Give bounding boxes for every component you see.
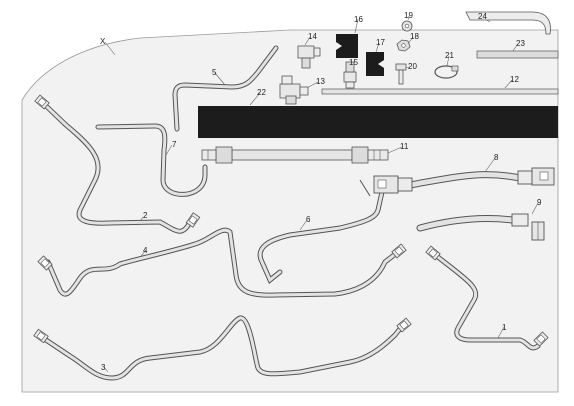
washer-19 xyxy=(401,20,413,32)
label-24: 24 xyxy=(478,12,487,21)
tube-3 xyxy=(33,315,412,381)
fitting-14 xyxy=(297,45,321,69)
label-22: 22 xyxy=(257,88,266,97)
label-18: 18 xyxy=(410,32,419,41)
hose-11 xyxy=(201,146,389,164)
tube-9 xyxy=(416,213,545,241)
label-14: 14 xyxy=(308,32,317,41)
label-19: 19 xyxy=(404,11,413,20)
fitting-15 xyxy=(343,61,357,89)
label-8: 8 xyxy=(494,153,499,162)
tube-12 xyxy=(321,88,559,95)
label-21: 21 xyxy=(445,51,454,60)
tube-7 xyxy=(95,123,208,197)
label-4: 4 xyxy=(143,246,148,255)
label-20: 20 xyxy=(408,62,417,71)
label-13: 13 xyxy=(316,77,325,86)
label-6: 6 xyxy=(306,215,311,224)
nut-18 xyxy=(396,39,411,52)
label-7: 7 xyxy=(172,140,177,149)
label-15: 15 xyxy=(349,58,358,67)
tube-8 xyxy=(359,167,555,197)
label-5: 5 xyxy=(212,68,217,77)
label-1: 1 xyxy=(502,323,507,332)
label-x: X xyxy=(100,37,106,46)
clip-17 xyxy=(366,52,384,76)
insulation-strip-22 xyxy=(198,106,558,138)
clamp-21 xyxy=(434,65,459,79)
label-23: 23 xyxy=(516,39,525,48)
tube-1 xyxy=(425,245,549,351)
screw-20 xyxy=(395,63,407,85)
tube-4 xyxy=(37,227,407,298)
clip-16 xyxy=(336,34,358,58)
label-12: 12 xyxy=(510,75,519,84)
strip-23 xyxy=(476,50,559,59)
label-3: 3 xyxy=(101,363,106,372)
part-labels: X 1 2 3 4 5 6 7 8 9 11 12 13 14 15 16 17… xyxy=(100,11,542,372)
label-16: 16 xyxy=(354,15,363,24)
label-9: 9 xyxy=(537,198,542,207)
tube-5 xyxy=(172,45,279,132)
fitting-13 xyxy=(279,75,309,105)
label-2: 2 xyxy=(143,211,148,220)
tube-2 xyxy=(34,94,201,234)
tube-6 xyxy=(257,189,385,284)
label-11: 11 xyxy=(400,142,409,151)
label-17: 17 xyxy=(376,38,385,47)
tube-24 xyxy=(465,11,551,35)
